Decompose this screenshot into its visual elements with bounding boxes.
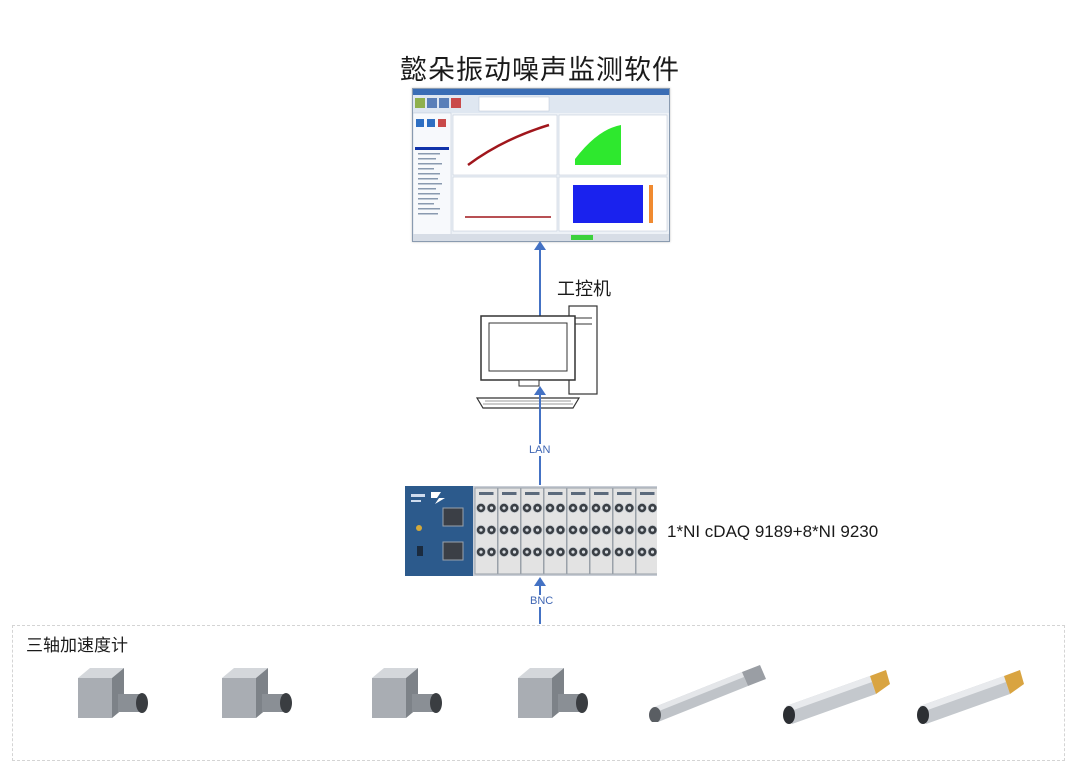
daq-chassis-image — [405, 486, 659, 581]
lan-label: LAN — [527, 444, 553, 456]
bnc-pin — [581, 528, 586, 532]
bnc-pin — [525, 528, 529, 532]
bnc-pin — [594, 506, 598, 510]
bnc-pin — [594, 550, 598, 554]
sensor-group-label: 三轴加速度计 — [26, 636, 128, 655]
bnc-pin — [627, 506, 632, 510]
bnc-pin — [502, 528, 506, 532]
bnc-pin — [502, 550, 506, 554]
arrow-pc-to-software — [534, 241, 546, 318]
bnc-pin — [479, 528, 483, 532]
bnc-pin — [479, 506, 483, 510]
bnc-pin — [627, 528, 632, 532]
io-module — [474, 487, 498, 575]
bnc-pin — [548, 550, 552, 554]
bnc-pin — [604, 506, 609, 510]
bnc-pin — [640, 550, 644, 554]
bnc-pin — [479, 550, 483, 554]
bnc-pin — [617, 528, 621, 532]
io-module — [635, 487, 659, 575]
bnc-pin — [558, 506, 563, 510]
bnc-pin — [489, 506, 494, 510]
microphone-image — [783, 670, 890, 724]
bnc-pin — [489, 528, 494, 532]
bnc-pin — [650, 528, 655, 532]
io-module — [497, 487, 521, 575]
bnc-pin — [535, 550, 540, 554]
bnc-pin — [640, 506, 644, 510]
bnc-pin — [548, 528, 552, 532]
daq-label: 1*NI cDAQ 9189+8*NI 9230 — [667, 522, 879, 541]
accelerometer-image — [372, 668, 442, 718]
bnc-pin — [617, 550, 621, 554]
bnc-pin — [650, 550, 655, 554]
bnc-pin — [512, 550, 517, 554]
sensor-group-box — [12, 625, 1065, 761]
bnc-pin — [512, 528, 517, 532]
bnc-pin — [535, 528, 540, 532]
ipc-label: 工控机 — [557, 279, 611, 299]
bnc-pin — [502, 506, 506, 510]
bnc-pin — [594, 528, 598, 532]
microphone-image — [649, 665, 766, 722]
accelerometer-image — [78, 668, 148, 718]
io-module — [543, 487, 567, 575]
accelerometer-image — [222, 668, 292, 718]
bnc-pin — [571, 550, 575, 554]
bnc-pin — [512, 506, 517, 510]
microphone-image — [917, 670, 1024, 724]
io-module — [589, 487, 613, 575]
bnc-pin — [627, 550, 632, 554]
diagram-title: 懿朵振动噪声监测软件 — [400, 55, 680, 85]
bnc-pin — [525, 550, 529, 554]
io-module — [612, 487, 636, 575]
accelerometer-image — [518, 668, 588, 718]
bnc-pin — [581, 550, 586, 554]
bnc-pin — [650, 506, 655, 510]
io-module — [520, 487, 544, 575]
computer-icon — [475, 305, 598, 409]
bnc-pin — [489, 550, 494, 554]
bnc-pin — [581, 506, 586, 510]
bnc-pin — [640, 528, 644, 532]
bnc-pin — [571, 506, 575, 510]
software-ui-drawing — [412, 89, 669, 241]
bnc-pin — [571, 528, 575, 532]
bnc-pin — [548, 506, 552, 510]
arrow-daq-to-pc — [534, 386, 546, 485]
daq-chassis-drawing — [405, 486, 659, 576]
io-module — [566, 487, 590, 575]
bnc-pin — [535, 506, 540, 510]
bnc-pin — [525, 506, 529, 510]
bnc-label: BNC — [528, 595, 556, 607]
bnc-pin — [617, 506, 621, 510]
bnc-pin — [558, 528, 563, 532]
software-screenshot-image — [412, 88, 670, 242]
bnc-pin — [604, 528, 609, 532]
bnc-pin — [604, 550, 609, 554]
bnc-pin — [558, 550, 563, 554]
